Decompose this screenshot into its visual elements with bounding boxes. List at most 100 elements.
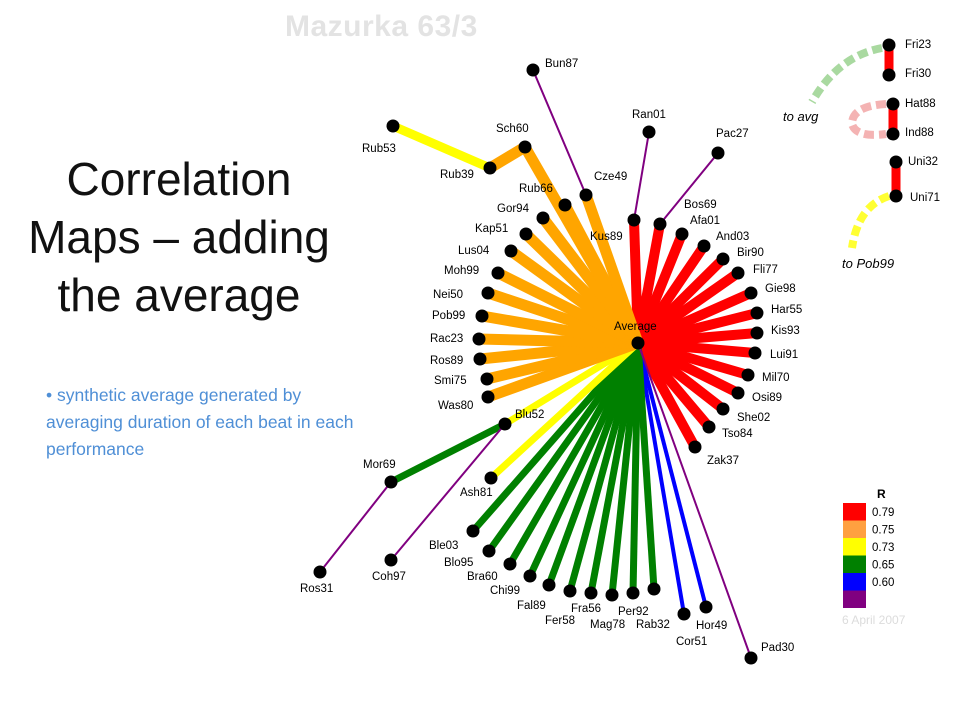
node-gor94 — [536, 211, 550, 225]
node-uni32 — [889, 155, 903, 169]
legend-value: 0.60 — [872, 577, 894, 589]
label-ind88: Ind88 — [905, 127, 934, 139]
node-sch60 — [518, 140, 532, 154]
label-ros31: Ros31 — [300, 583, 333, 595]
node-cor51 — [677, 607, 691, 621]
node-uni71 — [889, 189, 903, 203]
label-uni32: Uni32 — [908, 156, 938, 168]
node-fri30 — [882, 68, 896, 82]
edge-hor49 — [636, 342, 708, 608]
node-kap51 — [519, 227, 533, 241]
node-blo95 — [482, 544, 496, 558]
label-chi99: Chi99 — [490, 585, 520, 597]
legend-swatch — [843, 590, 866, 608]
edge-fal89 — [545, 341, 642, 587]
node-har55 — [750, 306, 764, 320]
node-nei50 — [481, 286, 495, 300]
label-sch60: Sch60 — [496, 123, 529, 135]
node-mor69 — [384, 475, 398, 489]
dashed-link-green — [808, 44, 883, 104]
label-coh97: Coh97 — [372, 571, 406, 583]
label-har55: Har55 — [771, 304, 802, 316]
legend-value: 0.79 — [872, 507, 894, 519]
label-fli77: Fli77 — [753, 264, 778, 276]
map-edges — [319, 69, 759, 659]
node-ash81 — [484, 471, 498, 485]
node-pad30 — [744, 651, 758, 665]
label-was80: Was80 — [438, 400, 473, 412]
edge-ash81 — [488, 340, 641, 481]
node-ran01 — [642, 125, 656, 139]
label-cze49: Cze49 — [594, 171, 627, 183]
label-per92: Per92 — [618, 606, 649, 618]
label-gor94: Gor94 — [497, 203, 530, 215]
note-to-pob99: to Pob99 — [842, 256, 894, 271]
label-fer58: Fer58 — [545, 615, 575, 627]
label-tso84: Tso84 — [722, 428, 753, 440]
node-rub66 — [558, 198, 572, 212]
node-osi89 — [731, 386, 745, 400]
node-rub39 — [483, 161, 497, 175]
label-rac23: Rac23 — [430, 333, 463, 345]
node-fri23 — [882, 38, 896, 52]
node-hat88 — [886, 97, 900, 111]
legend-value: 0.65 — [872, 560, 894, 572]
label-pac27: Pac27 — [716, 128, 749, 140]
label-ran01: Ran01 — [632, 109, 666, 121]
node-ble03 — [466, 524, 480, 538]
label-pob99: Pob99 — [432, 310, 465, 322]
label-smi75: Smi75 — [434, 375, 467, 387]
label-blo95: Blo95 — [444, 557, 473, 569]
node-rub53 — [386, 119, 400, 133]
legend-swatch — [843, 573, 866, 591]
node-hor49 — [699, 600, 713, 614]
edge-pad30 — [637, 342, 752, 659]
edge-zak37 — [633, 340, 700, 450]
node-pob99 — [475, 309, 489, 323]
node-afa01 — [675, 227, 689, 241]
node-kis93 — [750, 326, 764, 340]
edge-bun87 — [532, 69, 587, 196]
node-chi99 — [523, 569, 537, 583]
node-tso84 — [702, 420, 716, 434]
label-gie98: Gie98 — [765, 283, 796, 295]
node-mil70 — [741, 368, 755, 382]
label-moh99: Moh99 — [444, 265, 479, 277]
label-rab32: Rab32 — [636, 619, 670, 631]
node-blu52 — [498, 417, 512, 431]
node-ind88 — [886, 127, 900, 141]
label-rub39: Rub39 — [440, 169, 474, 181]
node-fer58 — [563, 584, 577, 598]
label-ash81: Ash81 — [460, 487, 493, 499]
dashed-link-yellow — [848, 192, 891, 249]
date-label: 6 April 2007 — [842, 613, 906, 627]
label-afa01: Afa01 — [690, 215, 720, 227]
label-cor51: Cor51 — [676, 636, 707, 648]
legend-swatch — [843, 555, 866, 573]
node-average — [631, 336, 645, 350]
edge-cor51 — [636, 342, 686, 615]
node-bos69 — [653, 217, 667, 231]
label-fra56: Fra56 — [571, 603, 601, 615]
label-lus04: Lus04 — [458, 245, 490, 257]
node-was80 — [481, 390, 495, 404]
label-and03: And03 — [716, 231, 749, 243]
node-gie98 — [744, 286, 758, 300]
node-kus89 — [627, 213, 641, 227]
edge-ros31 — [319, 481, 392, 573]
legend-value: 0.73 — [872, 542, 894, 554]
node-zak37 — [688, 440, 702, 454]
node-lui91 — [748, 346, 762, 360]
legend-swatch — [843, 538, 866, 556]
label-rub66: Rub66 — [519, 183, 553, 195]
node-coh97 — [384, 553, 398, 567]
label-she02: She02 — [737, 412, 770, 424]
label-lui91: Lui91 — [770, 349, 798, 361]
label-kus89: Kus89 — [590, 231, 623, 243]
legend: R0.790.750.730.650.60 — [843, 487, 894, 608]
node-smi75 — [480, 372, 494, 386]
node-bun87 — [526, 63, 540, 77]
label-ros89: Ros89 — [430, 355, 463, 367]
